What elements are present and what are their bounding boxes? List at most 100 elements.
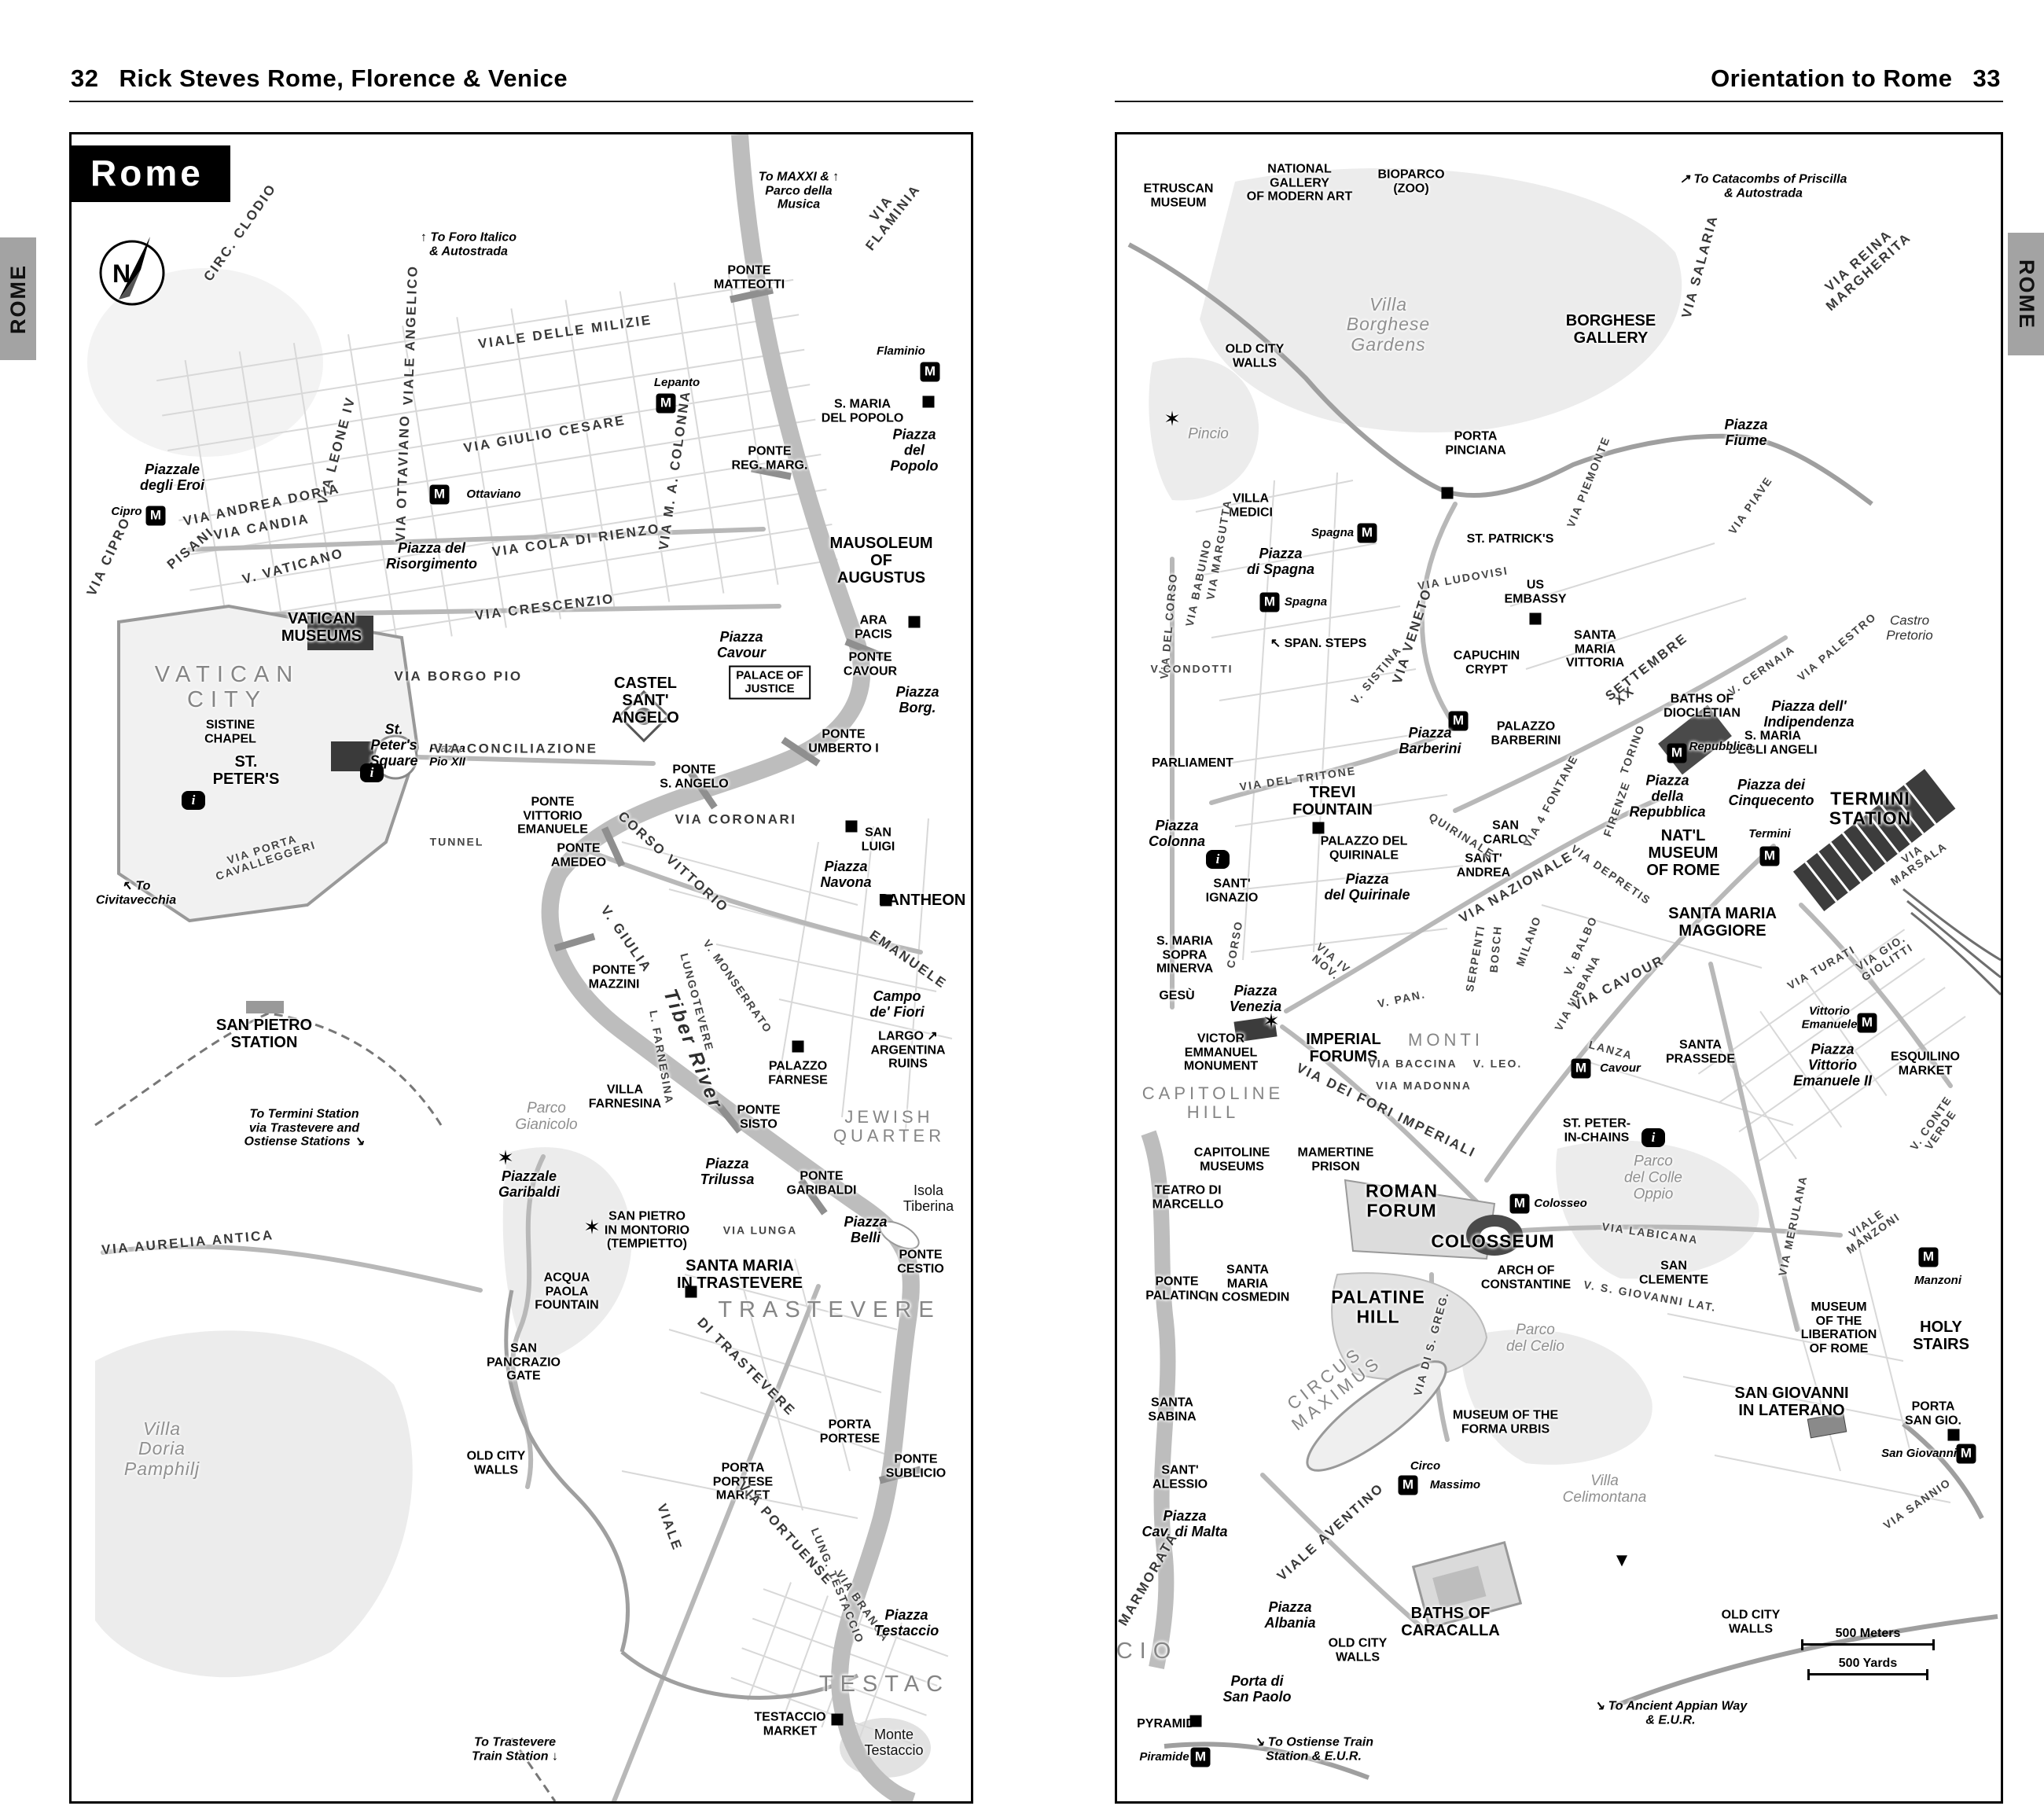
map-label: VIA DEPRETIS [1568,842,1654,907]
castel-sant-angelo-fort [617,690,671,743]
map-label: ACQUA PAOLA FOUNTAIN [535,1271,599,1312]
map-label: VIA IV NOV. [1309,940,1354,983]
street-grid [156,274,953,1746]
map-label: PONTE MATTEOTTI [713,263,785,291]
right-header-rule [1115,101,2003,102]
map-label: VICTOR EMMANUEL MONUMENT [1183,1032,1259,1073]
map-label: VIA MADONNA [1376,1079,1472,1092]
map-label: V. MONSERRATO [700,936,775,1036]
map-label: MILANO [1513,914,1544,969]
map-label: ARCH OF CONSTANTINE [1480,1263,1572,1291]
map-label: Piazza Vittorio Emanuele II [1792,1041,1873,1088]
map-label: Piazza Belli [844,1214,888,1245]
map-label: ARA PACIS [855,613,892,641]
san-giovanni-basilica-building [1807,1412,1847,1439]
metro-icon: M [1190,1747,1211,1767]
map-label: VIA LUNGA [722,1223,798,1237]
map-label: ST. PETER'S [212,753,280,788]
map-label: OLD CITY WALLS [466,1449,526,1477]
map-label: VIA CORONARI [675,811,797,827]
map-label: V. VATICANO [241,545,346,587]
map-label: ↗ To Catacombs of Priscilla & Autostrada [1679,172,1847,200]
metro-icon: M [1918,1247,1939,1267]
left-edge-tab-label: ROME [6,263,30,334]
map-label: ROMAN FORUM [1366,1180,1438,1221]
map-label: PANTHEON [878,892,966,909]
map-label: Monte Testaccio [864,1727,924,1758]
map-label: San Giovanni [1881,1446,1957,1460]
map-label: JEWISH QUARTER [833,1106,946,1146]
map-label: St. Peter's Square [369,721,418,768]
map-label: PONTE GARIBALDI [786,1169,857,1197]
metro-icon: M [1956,1444,1976,1464]
sight-marker [908,616,921,628]
colle-oppio-park [1556,1140,1759,1279]
map-label: Piazza del Popolo [890,426,939,473]
map-label: VIA CRESCENZIO [473,590,616,623]
map-label: VIA REINA MARGHERITA [1822,226,1914,314]
left-map-canvas [87,134,953,1801]
baths-of-caracalla-site [1411,1540,1523,1630]
map-label: V. PAN. [1376,988,1427,1010]
map-label: V.CONDOTTI [1150,662,1233,675]
metro-icon: M [1509,1194,1530,1214]
sight-marker [1529,612,1542,625]
map-label: PALAZZO BARBERINI [1491,719,1561,747]
map-label: PONTE AMEDEO [550,841,607,869]
metro-icon: M [656,393,676,414]
compass-north-icon: N [99,237,165,306]
map-label: Piazza Cavour [716,629,766,660]
map-label: SANTA SABINA [1148,1396,1197,1423]
map-label: SANT' ALESSIO [1152,1463,1208,1491]
map-label: PALAZZO FARNESE [768,1059,828,1087]
map-label: ETRUSCAN MUSEUM [1143,182,1214,209]
map-label: FIRENZE [1601,779,1633,839]
map-label: PONTE UMBERTO I [808,727,879,755]
map-label: Termini [1748,826,1791,840]
map-label: Piazza Venezia [1229,983,1282,1014]
info-icon: i [360,763,384,782]
map-label: VIA CIPRO [83,514,134,598]
left-page-number: 32 [71,64,99,92]
circus-maximus-site [1306,1360,1447,1472]
map-label: Piazza Pio XII [429,741,465,768]
map-label: Piramide [1139,1749,1189,1764]
map-label: COLOSSEUM [1431,1230,1555,1252]
map-label: TREVI FOUNTAIN [1292,784,1373,818]
map-label: VIA CONCILIAZIONE [433,741,598,756]
map-label: PORTA PORTESE [819,1418,880,1445]
sight-marker [845,820,858,833]
map-label: Piazza della Repubblica [1629,772,1706,819]
map-label: CIO [1116,1639,1178,1664]
st-peters-square-colonnade [373,734,418,780]
sight-marker [831,1713,844,1726]
map-label: Circo [1410,1458,1441,1473]
map-label: VIA GIULIO CESARE [462,412,627,456]
celio-park [1461,1329,1652,1465]
map-label: VIALE MANZONI [1844,1206,1903,1257]
map-label: VIA PALESTRO [1795,609,1879,684]
info-icon: i [1206,850,1230,869]
map-label: VIA MARSALA [1888,840,1950,888]
map-label: SANTA MARIA IN TRASTEVERE [676,1257,803,1292]
map-label: Piazza Borg. [895,684,939,715]
map-label: NAT'L MUSEUM OF ROME [1646,827,1720,879]
metro-icon: M [1759,846,1780,866]
map-label: Piazza Navona [820,859,872,890]
map-label: Villa Celimontana [1562,1473,1647,1506]
metro-icon: M [1857,1013,1877,1033]
direction-arrow-icon: ▼ [1612,1549,1631,1571]
map-label: SISTINE CHAPEL [204,718,256,745]
map-label: VIA M. A. COLONNA [656,388,693,551]
victor-emmanuel-monument-building [1233,1016,1278,1043]
villa-doria-pamphilj-park [95,1330,413,1678]
map-label: Piazza Cav. di Malta [1141,1508,1228,1539]
map-label: BATHS OF DIOCLETIAN [1664,692,1741,719]
map-label: CAPITOLINE MUSEUMS [1193,1146,1270,1173]
map-label: Pincio [1188,425,1229,443]
map-label: OLD CITY WALLS [1328,1636,1388,1664]
map-label: SANT' IGNAZIO [1205,877,1259,904]
map-label: VIA OTTAVIANO [392,414,413,543]
map-label: To MAXXI & ↑ Parco della Musica [758,170,840,211]
map-label: SANTA PRASSEDE [1665,1038,1736,1065]
